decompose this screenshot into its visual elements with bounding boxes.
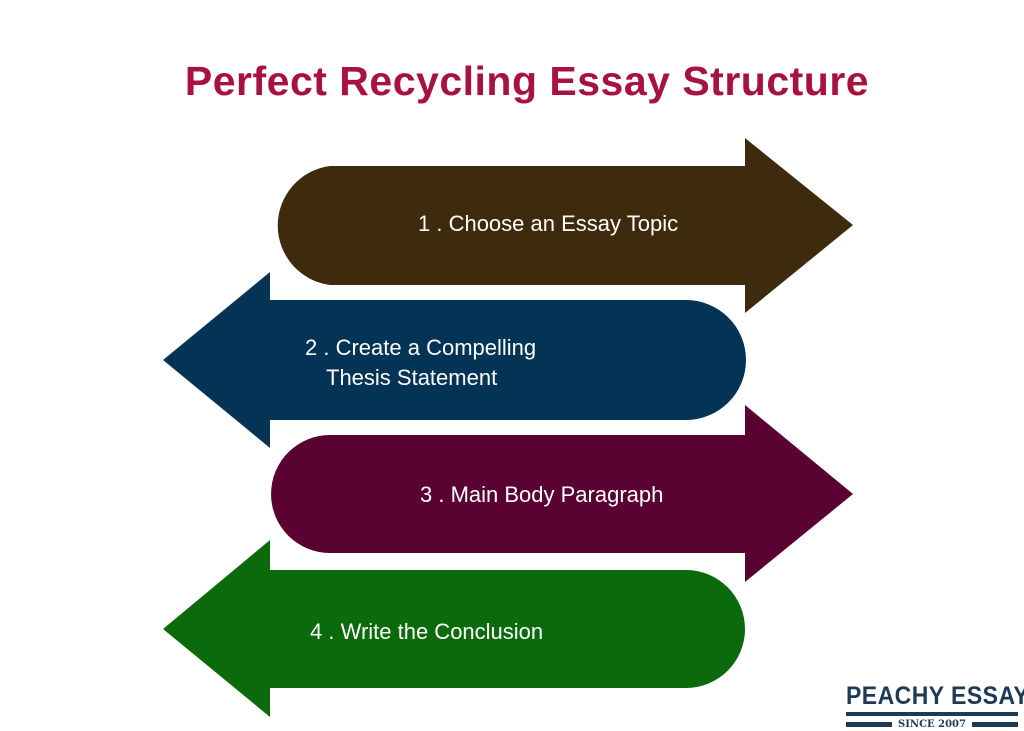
logo-line-right (971, 722, 1018, 727)
page-title: Perfect Recycling Essay Structure (184, 58, 870, 104)
step-2-label-line2: Thesis Statement (326, 365, 498, 390)
arrow-step-2 (163, 272, 746, 448)
logo-since-row: SINCE 2007 (846, 719, 1018, 730)
step-2-label-line1: 2 . Create a Compelling (305, 335, 537, 360)
logo-since: SINCE 2007 (898, 719, 966, 730)
logo-divider (846, 712, 1018, 716)
arrow-step-1 (277, 138, 854, 313)
arrow-step-4 (163, 540, 745, 717)
step-4-label: 4 . Write the Conclusion (310, 619, 544, 644)
peachy-essay-logo: PEACHY ESSAY SINCE 2007 (846, 682, 1024, 730)
step-1-label: 1 . Choose an Essay Topic (418, 211, 679, 236)
logo-line-left (846, 722, 893, 727)
step-3-label: 3 . Main Body Paragraph (420, 482, 664, 507)
logo-name: PEACHY ESSAY (846, 682, 1024, 710)
arrow-step-3 (271, 405, 853, 582)
